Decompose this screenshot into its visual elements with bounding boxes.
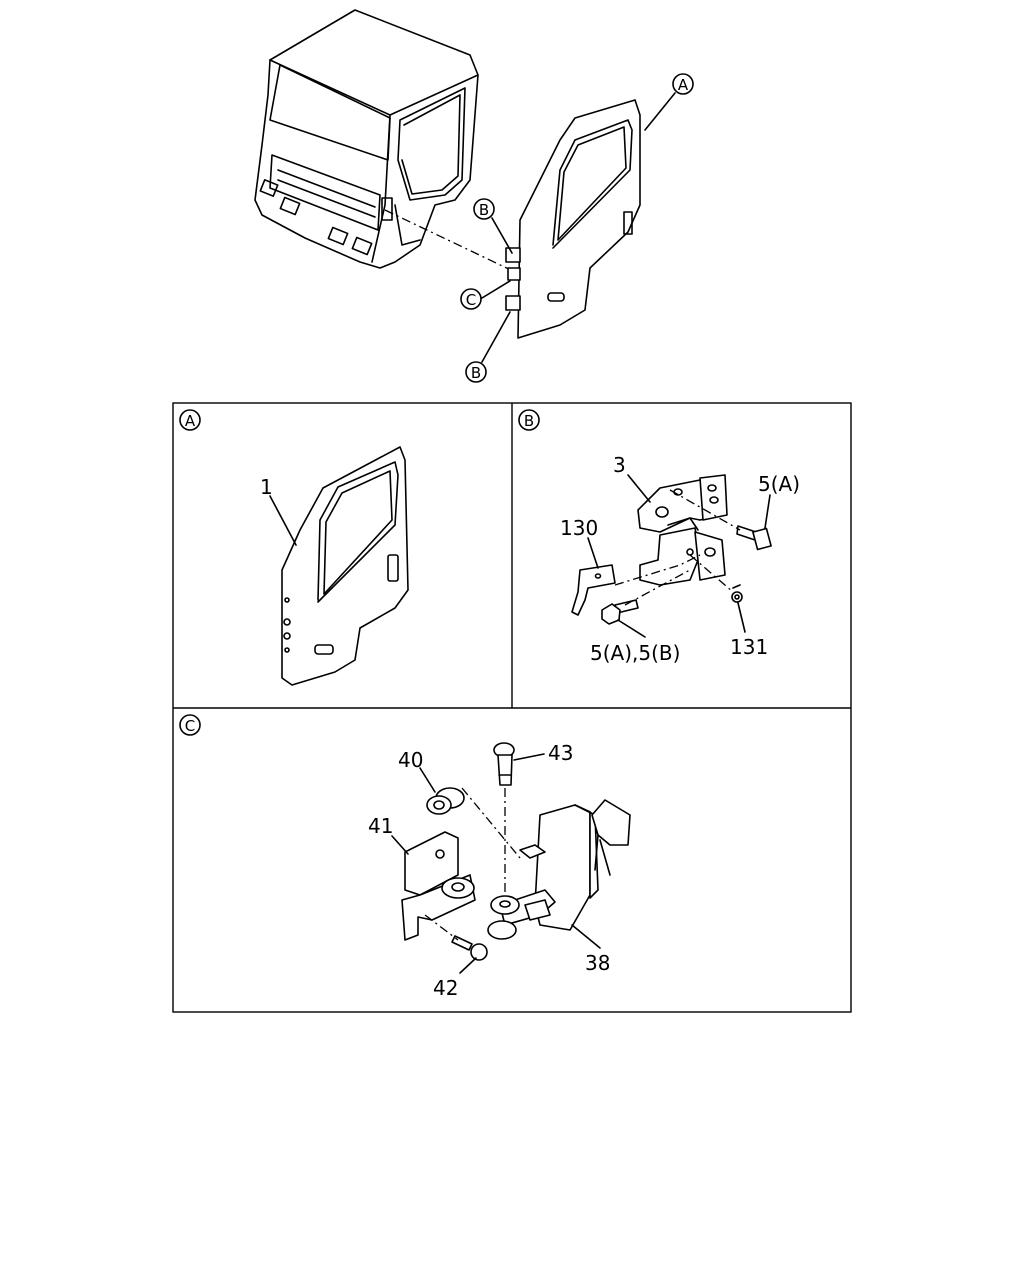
part-label-130: 130 <box>560 516 598 540</box>
part-label-42: 42 <box>433 976 458 1000</box>
panel-a-marker <box>179 409 201 431</box>
callout-a-overview: A <box>644 73 694 131</box>
door-overview <box>505 99 641 339</box>
part-label-41: 41 <box>368 814 393 838</box>
pin-43 <box>493 742 515 786</box>
cab-side-window <box>397 87 466 201</box>
panel-b-marker <box>518 409 540 431</box>
part-label-5a: 5(A) <box>758 472 800 496</box>
panel-a: A 1 <box>179 409 409 686</box>
svg-text:A: A <box>185 412 196 430</box>
bolt-5a-upper <box>736 525 772 551</box>
cab-windshield <box>269 64 391 161</box>
panel-b: B <box>518 409 800 665</box>
hinge-shim-plate <box>571 564 616 616</box>
svg-text:C: C <box>466 291 476 309</box>
assembly-leader-line <box>384 209 516 273</box>
cab-overview <box>254 9 479 269</box>
part-label-40: 40 <box>398 748 423 772</box>
door-assembly <box>281 446 409 686</box>
part-label-3: 3 <box>613 453 626 477</box>
svg-text:B: B <box>471 364 481 382</box>
part-label-131: 131 <box>730 635 768 659</box>
panel-c: C <box>179 714 631 1000</box>
part-label-1: 1 <box>260 475 273 499</box>
callout-b-lower-hinge: B <box>465 311 511 383</box>
svg-text:C: C <box>185 717 195 735</box>
cab-grille <box>269 154 381 231</box>
callout-b-upper-hinge: B <box>473 198 513 254</box>
washer-131 <box>731 584 743 603</box>
nut-40 <box>426 787 465 815</box>
callout-c-check-link: C <box>460 280 511 310</box>
door-checker <box>487 799 631 940</box>
part-label-38: 38 <box>585 951 610 975</box>
check-link-bracket <box>401 831 476 941</box>
svg-text:A: A <box>678 76 689 94</box>
bolt-5a-5b-lower <box>601 599 639 625</box>
panel-c-marker <box>179 714 201 736</box>
svg-text:B: B <box>524 412 534 430</box>
svg-text:B: B <box>479 201 489 219</box>
cab-body <box>254 9 479 269</box>
door-hinge <box>637 474 728 586</box>
part-label-5a-5b: 5(A),5(B) <box>590 641 680 665</box>
part-label-43: 43 <box>548 741 573 765</box>
